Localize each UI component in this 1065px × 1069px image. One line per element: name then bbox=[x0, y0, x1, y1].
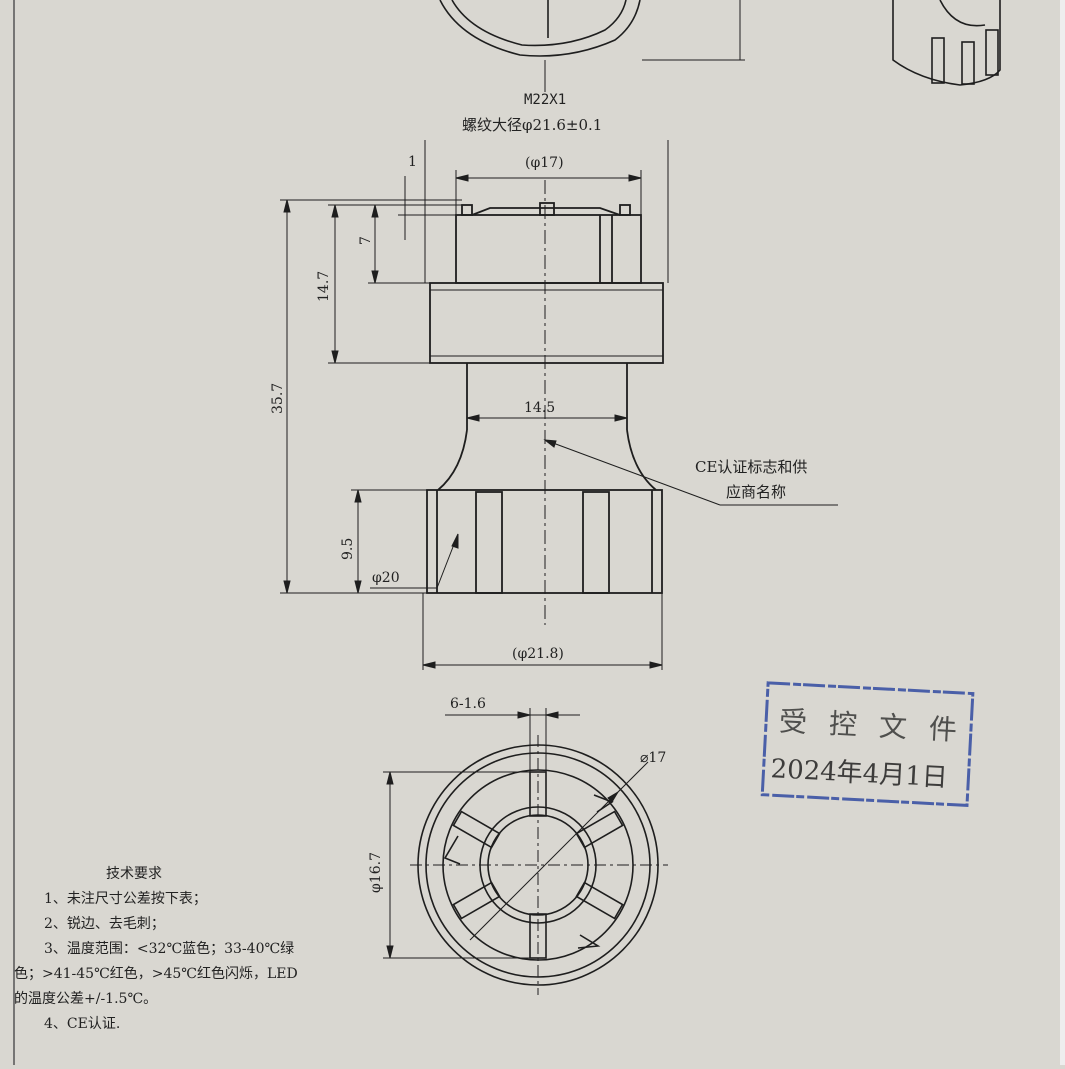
dim-end-diameter-17: ⌀17 bbox=[640, 750, 666, 766]
dim-lip: 1 bbox=[408, 154, 417, 170]
dim-height-7: 7 bbox=[358, 236, 374, 245]
callout-line2: 应商名称 bbox=[726, 483, 786, 501]
side-view-outline bbox=[426, 202, 664, 594]
dim-top-diameter: (φ17) bbox=[525, 155, 564, 171]
tech-requirement-line: 4、CE认证. bbox=[44, 1016, 121, 1032]
technical-requirements-title: 技术要求 bbox=[106, 866, 162, 882]
dim-height-14-7: 14.7 bbox=[316, 271, 332, 302]
dim-slot-spec: 6-1.6 bbox=[450, 696, 486, 712]
callout-line1: CE认证标志和供 bbox=[695, 458, 807, 476]
thread-major-diameter-label: 螺纹大径φ21.6±0.1 bbox=[462, 116, 602, 134]
top-view-fragment bbox=[439, 0, 1001, 92]
dimension-texts: M22X1 螺纹大径φ21.6±0.1 (φ17) 1 7 14.7 35.7 … bbox=[270, 92, 807, 662]
tech-requirement-line: 1、未注尺寸公差按下表； bbox=[44, 891, 207, 907]
tech-requirement-line: 的温度公差+/-1.5℃。 bbox=[14, 991, 158, 1007]
tech-requirement-line: 色；>41-45℃红色，>45℃红色闪烁，LED bbox=[14, 966, 298, 982]
tech-requirement-line: 2、锐边、去毛刺； bbox=[44, 916, 165, 932]
dim-neck-diameter: 14.5 bbox=[524, 400, 555, 416]
dim-height-35-7: 35.7 bbox=[270, 383, 286, 414]
stamp-border bbox=[760, 681, 975, 807]
end-view-dimensions bbox=[383, 708, 668, 995]
sheet-edge-right bbox=[1060, 0, 1065, 1065]
dim-inner-diameter-20: φ20 bbox=[372, 570, 400, 586]
end-view-texts: 6-1.6 ⌀17 φ16.7 bbox=[368, 696, 666, 893]
dim-bottom-diameter: (φ21.8) bbox=[512, 646, 564, 662]
dim-height-9-5: 9.5 bbox=[340, 538, 356, 560]
dim-end-diameter-16-7: φ16.7 bbox=[368, 852, 384, 893]
tech-requirement-line: 3、温度范围：<32℃蓝色；33-40℃绿 bbox=[44, 941, 295, 957]
dimension-lines bbox=[280, 140, 838, 670]
thread-spec-label: M22X1 bbox=[524, 92, 566, 108]
